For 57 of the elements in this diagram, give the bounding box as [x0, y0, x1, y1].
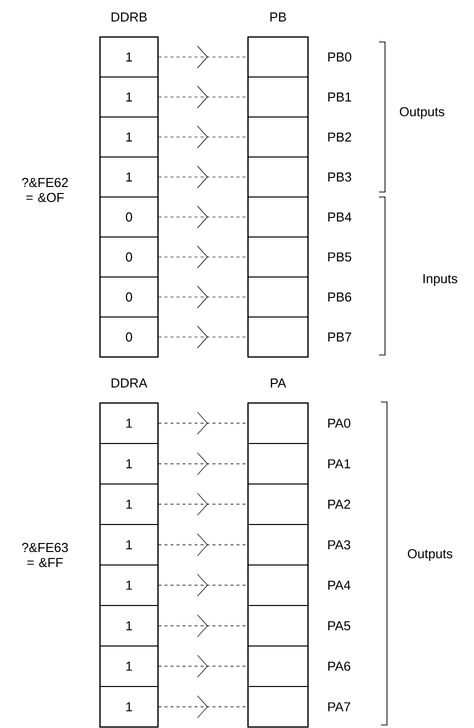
pin-label: PA5: [328, 621, 350, 630]
pin-label: PB4: [328, 212, 352, 222]
register-bit-cell: 0: [100, 316, 158, 358]
note-label: ?&FE63 = &FF: [22, 542, 68, 568]
register-bit-cell: 0: [100, 276, 158, 318]
pin-label: PA2: [328, 500, 350, 509]
register-bit-cell: [248, 36, 308, 78]
register-bit-cell: [248, 605, 308, 647]
register-bit-cell: 0: [100, 236, 158, 278]
register-bit-cell: 1: [100, 686, 158, 728]
register-bit-cell: 1: [100, 483, 158, 525]
register-bit-cell: 1: [100, 76, 158, 118]
register-bit-cell: 1: [100, 564, 158, 606]
pin-label: PB5: [328, 252, 352, 262]
pin-label: PB2: [328, 132, 352, 142]
pin-label: PB3: [328, 172, 352, 182]
register-bit-cell: [248, 524, 308, 566]
register-bit-cell: 1: [100, 443, 158, 485]
note-label: Outputs: [400, 107, 444, 119]
register-bit-cell: 1: [100, 524, 158, 566]
note-label: ?&FE62 = &OF: [22, 178, 68, 202]
register-bit-cell: 1: [100, 36, 158, 78]
pin-label: PB6: [328, 292, 352, 302]
register-bit-cell: 1: [100, 402, 158, 444]
pin-label: PA7: [328, 702, 350, 712]
register-bit-cell: [248, 316, 308, 358]
register-bit-cell: [248, 236, 308, 278]
register-bit-cell: [248, 564, 308, 606]
register-bit-cell: [248, 645, 308, 687]
pin-label: PB7: [328, 332, 352, 342]
register-bit-cell: [248, 443, 308, 485]
register-bit-cell: [248, 76, 308, 118]
register-bit-cell: [248, 686, 308, 728]
node-label: PA: [270, 378, 286, 388]
register-bit-cell: [248, 116, 308, 158]
register-bit-cell: 1: [100, 605, 158, 647]
register-bit-cell: [248, 276, 308, 318]
pin-label: PA0: [328, 418, 350, 428]
pin-label: PA6: [328, 662, 350, 671]
register-bit-cell: 1: [100, 645, 158, 687]
pin-label: PA1: [328, 459, 350, 468]
node-label: PB: [270, 12, 286, 22]
note-label: Inputs: [424, 274, 458, 286]
node-label: DDRA: [112, 378, 148, 388]
register-bit-cell: [248, 483, 308, 525]
register-bit-cell: 1: [100, 156, 158, 198]
pin-label: PA4: [328, 580, 350, 590]
register-bit-cell: [248, 402, 308, 444]
pin-label: PB0: [328, 52, 352, 62]
register-bit-cell: 1: [100, 116, 158, 158]
pin-label: PA3: [328, 540, 350, 550]
register-bit-cell: 0: [100, 196, 158, 238]
register-bit-cell: [248, 156, 308, 198]
note-label: Outputs: [408, 549, 452, 561]
pin-label: PB1: [328, 92, 352, 102]
node-label: DDRB: [112, 12, 147, 22]
register-bit-cell: [248, 196, 308, 238]
